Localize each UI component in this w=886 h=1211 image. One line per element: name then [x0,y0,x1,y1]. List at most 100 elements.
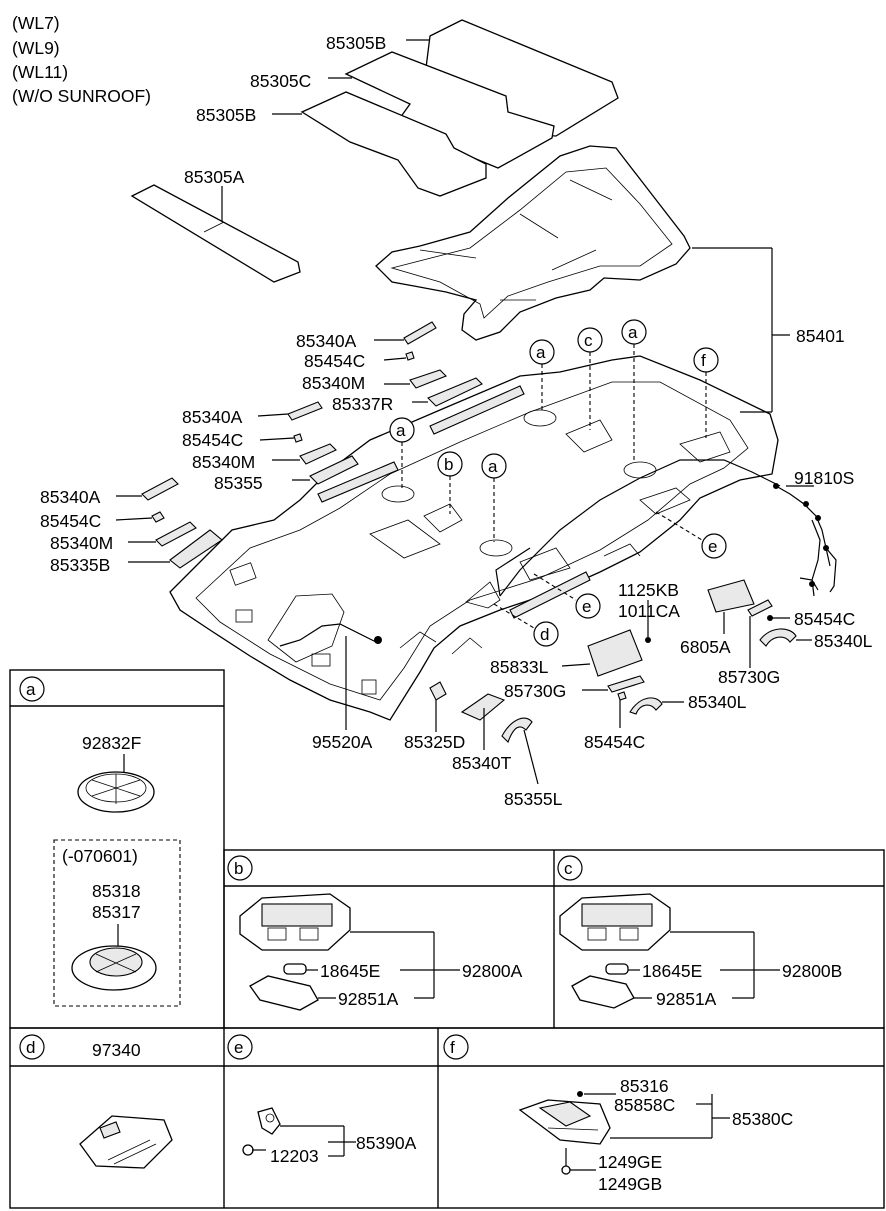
lens-92851A-c-graphic [571,975,635,1009]
label-85305B-top: 85305B [326,33,386,53]
svg-text:f: f [701,351,706,370]
label-85305C: 85305C [250,71,311,91]
label-85340T: 85340T [452,753,512,773]
variant-notes: (WL7) (WL9) (WL11) (W/O SUNROOF) [12,13,151,106]
panel-a-part-85318: 85318 [92,881,141,901]
panel-c-lens: 92851A [656,989,717,1009]
callout-b-1: b [437,451,463,477]
svg-text:a: a [26,680,36,699]
panel-b-bulb: 18645E [320,961,380,981]
svg-text:a: a [396,421,406,440]
svg-text:a: a [488,457,498,476]
panel-f: f 85316 85858C 85380C 1249GE 1249GB [443,1034,793,1194]
svg-text:b: b [234,859,243,878]
svg-text:a: a [536,343,546,362]
label-85340A-2: 85340A [182,407,243,427]
svg-text:e: e [582,597,591,616]
label-85454C-r: 85454C [794,609,855,629]
label-85340M-3: 85340M [50,533,113,553]
svg-text:d: d [540,625,549,644]
variant-note-wl7: (WL7) [12,13,60,33]
panel-f-assembly: 85380C [732,1109,793,1129]
label-85340A-3: 85340A [40,487,101,507]
label-85340L-r: 85340L [814,631,873,651]
label-85340A-1: 85340A [296,331,357,351]
panel-b-letter: b [227,855,253,881]
panel-d-part-97340: 97340 [92,1040,141,1060]
panel-d: d 97340 [19,1034,173,1169]
part-97340-graphic [79,1115,173,1169]
panel-c-letter: c [557,855,583,881]
dome-lamp-92800A-graphic [239,893,351,951]
label-91810S: 91810S [794,468,854,488]
label-1011CA: 1011CA [618,601,680,621]
label-85355L: 85355L [504,789,563,809]
label-95520A: 95520A [312,732,373,752]
label-85305A: 85305A [184,167,245,187]
callout-e-1: e [701,533,727,559]
label-85340L-c: 85340L [688,692,747,712]
label-85340M-1: 85340M [302,373,365,393]
headliner-main-panel [169,355,781,721]
variant-note-wl11: (WL11) [12,62,68,82]
svg-text:c: c [564,859,573,878]
callout-d-1: d [533,621,559,647]
label-85833L: 85833L [490,657,549,677]
label-85355: 85355 [214,473,263,493]
label-85401: 85401 [796,326,845,346]
panel-e-letter: e [227,1034,253,1060]
panel-a-part-85317: 85317 [92,902,141,922]
callout-a-1: a [529,339,555,365]
svg-text:e: e [234,1038,243,1057]
callout-a-3: a [389,417,415,443]
center-bottom-parts [345,636,539,785]
callout-a-4: a [481,453,507,479]
label-85454C-3: 85454C [40,511,101,531]
panel-e-assembly: 85390A [356,1133,417,1153]
label-6805A: 6805A [680,637,731,657]
panel-f-fastener-1249GE: 1249GE [598,1152,662,1172]
label-85454C-1: 85454C [304,351,365,371]
part-85380C-graphic [518,1099,611,1145]
callout-f-1: f [693,347,719,373]
panel-a-date-note: (-070601) [62,846,138,866]
dome-lamp-92800B-graphic [559,893,671,951]
panel-e: e 12203 85390A [227,1034,417,1166]
panel-b: b 18645E 92800A 92851A [227,855,523,1011]
panel-b-lens: 92851A [338,989,399,1009]
svg-text:f: f [450,1038,455,1057]
variant-note-no-sunroof: (W/O SUNROOF) [12,86,151,106]
headliner-frame-85401 [375,145,772,341]
right-side-parts [561,579,812,728]
label-85454C-2: 85454C [182,430,243,450]
part-92832F-graphic [77,771,155,813]
label-85730G-c: 85730G [504,681,566,701]
pad-85305B-mid [272,91,487,197]
callout-a-2: a [621,319,647,345]
variant-note-wl9: (WL9) [12,38,60,58]
bulb-18645E-c-graphic [605,963,629,975]
panel-b-assembly: 92800A [462,961,523,981]
callout-e-2: e [575,593,601,619]
pad-85305A [130,184,301,283]
panel-e-bolt: 12203 [270,1146,319,1166]
label-85337R: 85337R [332,394,393,414]
panel-a: a 92832F (-070601) 85318 85317 [19,676,181,1007]
callouts: a c a f a b a e e d [389,319,727,647]
detail-panel-frames [9,669,885,1209]
left-side-parts [115,321,483,569]
label-85305B-mid: 85305B [196,105,256,125]
lens-92851A-graphic [249,975,319,1011]
part-labels: 85305B 85305C 85305B 85305A 85401 85340A… [40,33,873,809]
label-85325D: 85325D [404,732,465,752]
panel-a-part-92832F: 92832F [82,733,141,753]
wiring-harness-91810S [773,483,837,597]
panel-f-part-85858C: 85858C [614,1095,675,1115]
label-1125KB: 1125KB [618,580,679,600]
svg-text:a: a [628,323,638,342]
panel-a-letter: a [19,676,45,702]
svg-text:e: e [708,537,717,556]
svg-text:c: c [584,331,593,350]
clip-85390A-graphic [257,1107,281,1135]
